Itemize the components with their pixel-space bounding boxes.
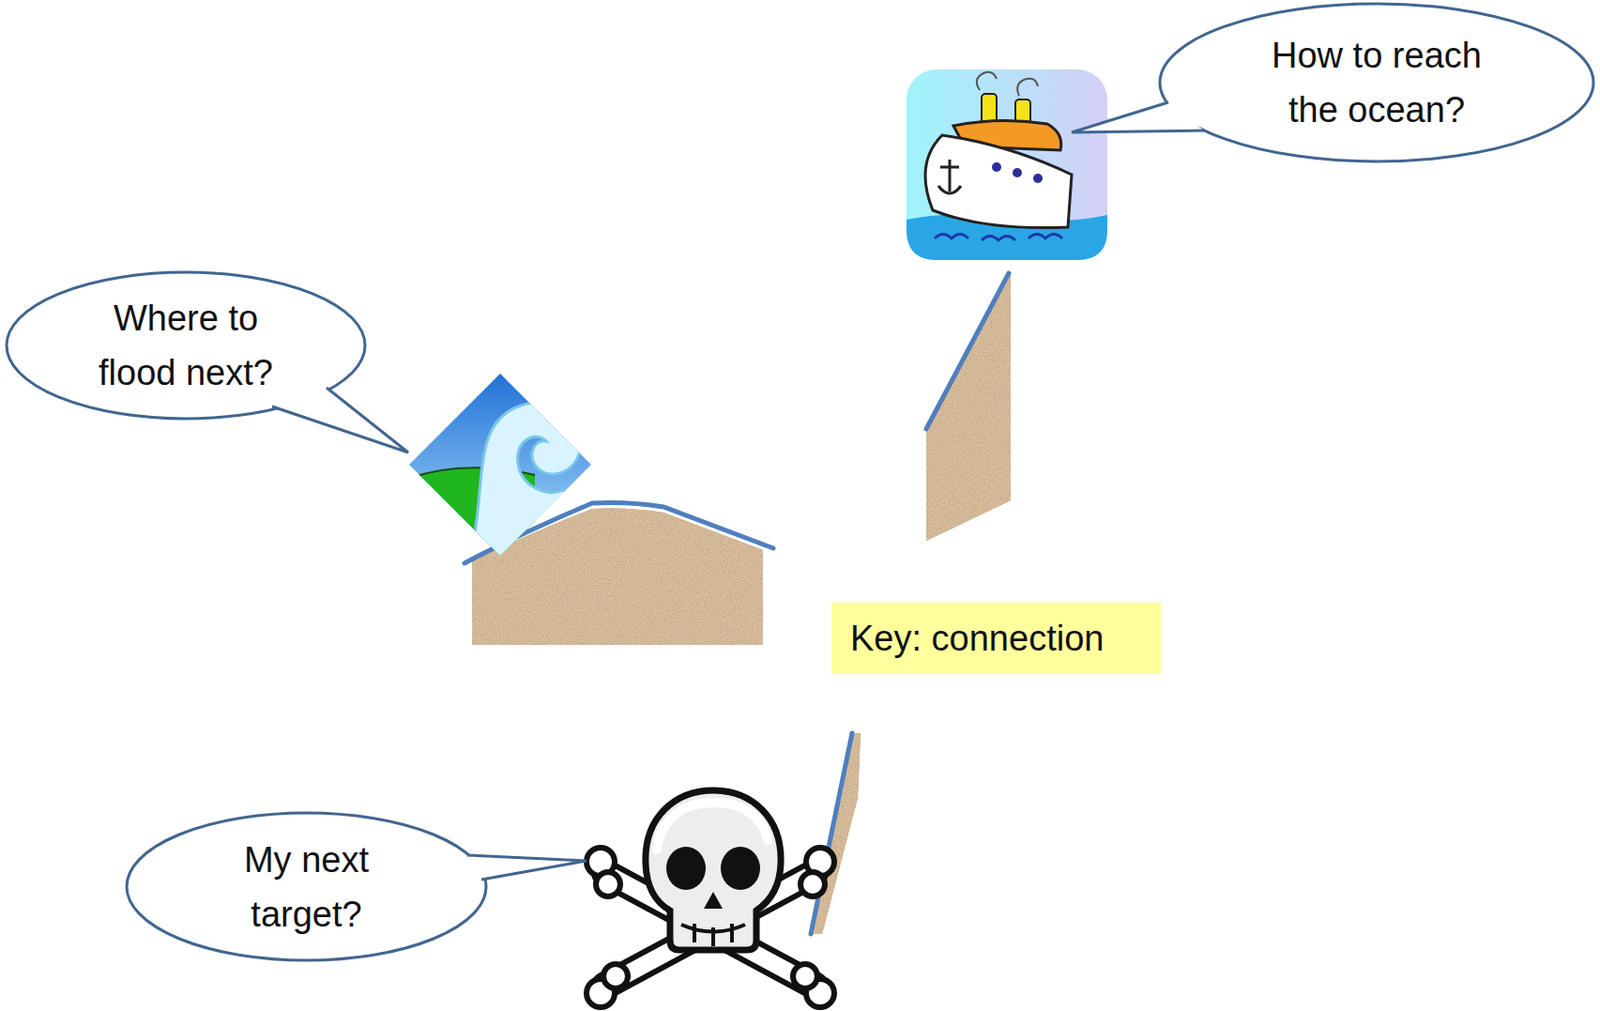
bone-knob — [792, 963, 818, 989]
bubble-tail-fill — [272, 387, 409, 453]
ship-porthole — [1033, 173, 1043, 183]
bubble-ellipse — [1159, 3, 1594, 162]
bubble-tail — [272, 387, 409, 453]
bubble-text: How to reach the ocean? — [1245, 28, 1509, 138]
skull-icon — [586, 790, 835, 1007]
bubble-text: My next target? — [222, 832, 392, 942]
bubble-ellipse — [126, 812, 487, 960]
ship-anchor — [938, 159, 961, 194]
ship-icon — [906, 69, 1108, 260]
text-block: My next target? — [222, 832, 392, 942]
ship-waves — [934, 234, 1063, 242]
text-block: How to reach the ocean? — [1245, 28, 1509, 138]
skull-eye — [666, 846, 706, 890]
coastline — [926, 273, 1009, 429]
bubble-outline — [4, 270, 367, 421]
ship-smoke — [976, 72, 997, 91]
flood-wave — [469, 402, 601, 564]
bubble-tail-fill — [467, 854, 587, 880]
key-box: Key: connection — [831, 602, 1161, 674]
land-piece — [812, 732, 861, 934]
land-texture — [926, 273, 1011, 541]
text-block: Where to flood next? — [73, 290, 299, 400]
skull-head — [645, 790, 781, 950]
ship-porthole — [1012, 167, 1022, 178]
bubble-text: Where to flood next? — [73, 290, 299, 400]
land-texture — [812, 732, 861, 934]
ship-smoke — [1017, 78, 1038, 96]
skull-highlight — [656, 802, 768, 850]
speech-bubble: How to reach the ocean? — [1158, 1, 1596, 164]
speech-bubble: My next target? — [124, 810, 488, 962]
skull-nose — [703, 891, 723, 909]
bubble-tail-fill — [1071, 102, 1204, 133]
skull-teeth — [681, 923, 746, 946]
bubble-tail — [467, 854, 587, 880]
ship-background — [906, 69, 1108, 260]
ship-porthole — [991, 162, 1002, 172]
bubble-outline — [124, 810, 488, 962]
text-block: Key: connection — [850, 610, 1104, 666]
key-text: Key: connection — [850, 610, 1104, 666]
bone-knob — [800, 871, 825, 897]
flood-icon — [403, 367, 601, 564]
bubble-outline — [1158, 1, 1596, 164]
skull-eye — [720, 846, 761, 890]
coastline — [810, 732, 853, 934]
speech-bubble: Where to flood next? — [4, 270, 367, 421]
ship-hull — [925, 135, 1072, 229]
land-piece — [926, 273, 1011, 541]
bone-knob — [603, 963, 628, 989]
bone-knob — [595, 871, 621, 897]
bubble-tail — [1071, 102, 1204, 133]
